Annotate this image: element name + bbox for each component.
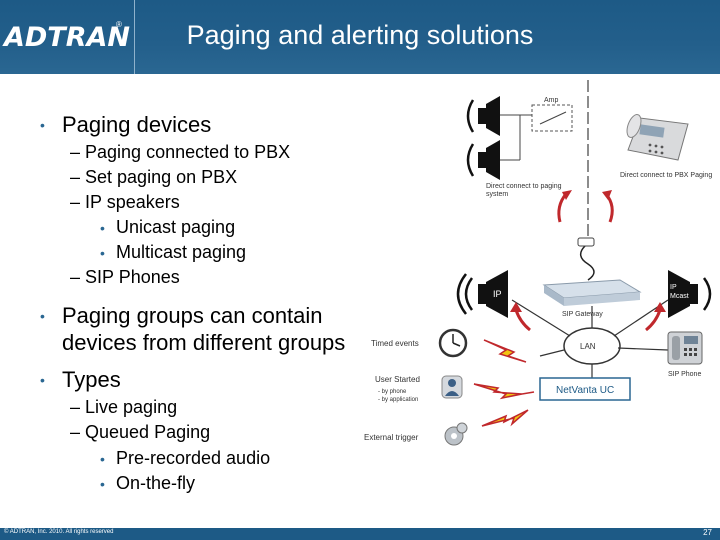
phone-jack-icon [577,237,595,247]
external-trigger-label: External trigger [364,433,419,442]
direct-paging-label-1: Direct connect to paging [486,183,562,190]
timed-events-label: Timed events [371,339,419,348]
horn-speaker-icon [466,140,500,180]
ip-mcast-label-2: Mcast [670,293,689,300]
ip-mcast-speaker-icon [668,270,712,318]
bullet-types: • Types [40,367,121,392]
lightning-bolt-icon [473,383,535,400]
bullet-paging-groups-cont: devices from different groups [62,330,346,355]
paging-diagram: Amp Direct connect to paging system Dire… [364,80,712,446]
lightning-bolt-icon [483,339,527,363]
netvanta-uc-label: NetVanta UC [556,385,614,396]
phone-cord [579,245,595,281]
slide-title: Paging and alerting solutions [186,20,534,50]
bullet-paging-groups: • Paging groups can contain [40,303,323,328]
sub-sub-bullet-multicast: • Multicast paging [100,242,247,262]
logo-text: ADTRAN [3,21,130,53]
slide-footer: © ADTRAN, Inc. 2010. All rights reserved… [0,528,720,540]
gear-icon [444,422,468,446]
lan-label: LAN [580,342,596,351]
user-option-phone: - by phone [378,389,407,395]
bullet-paging-devices: • Paging devices [40,112,212,137]
ip-speaker-label: IP [493,289,502,299]
header-divider [134,0,135,74]
ip-speaker-icon [456,270,508,318]
user-started-label: User Started [375,375,420,384]
lightning-bolt-icon [481,409,529,427]
copyright-text: © ADTRAN, Inc. 2010. All rights reserved [4,529,114,535]
sub-sub-bullet-unicast: • Unicast paging [100,217,236,237]
sub-bullet-ip-speakers: – IP speakers [70,192,180,212]
ip-mcast-label-1: IP [670,284,677,291]
amp-label: Amp [544,97,559,104]
sub-bullet-sip-phones: – SIP Phones [70,267,180,287]
sub-bullet-set-paging: – Set paging on PBX [70,167,238,187]
slide-header: ADTRAN ® Paging and alerting solutions [0,0,720,74]
sip-gateway-icon [542,279,642,306]
desk-phone-icon [626,114,689,161]
sip-gateway-label: SIP Gateway [562,311,603,318]
sub-bullet-pbx: – Paging connected to PBX [70,142,291,162]
sub-bullet-queued: – Queued Paging [70,422,211,442]
sip-phone-icon [667,331,703,365]
user-icon [441,375,463,399]
sub-sub-bullet-onthefly: • On-the-fly [100,473,196,493]
page-number: 27 [703,528,712,537]
sub-sub-bullet-prerecorded: • Pre-recorded audio [100,448,271,468]
sub-bullet-live: – Live paging [70,397,178,417]
direct-paging-label-2: system [486,191,508,198]
sip-phone-label: SIP Phone [668,371,701,378]
arrow-up-left [557,193,568,223]
adtran-logo: ADTRAN [0,0,134,74]
direct-pbx-label: Direct connect to PBX Paging [620,172,712,179]
netvanta-uc-box [539,377,631,401]
clock-icon [438,328,468,358]
registered-mark: ® [116,20,122,29]
horn-speaker-icon [466,96,500,136]
user-option-application: - by application [378,397,418,403]
